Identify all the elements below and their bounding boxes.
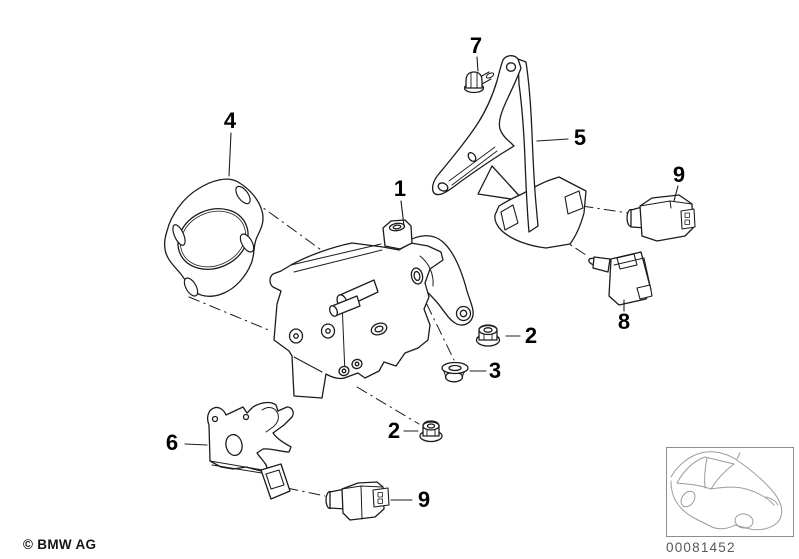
- car-wheel-rear: [734, 513, 754, 529]
- part-5-window-right: [564, 190, 584, 215]
- car-thumbnail-sketch: [670, 451, 783, 531]
- leader-5: [536, 138, 569, 142]
- car-glasshouse: [676, 456, 735, 490]
- part-5-bracket-drawing: [431, 55, 587, 249]
- car-beltline: [710, 486, 775, 506]
- part-1-main-bracket-drawing: [269, 219, 474, 399]
- assembly-axis-lines: [188, 198, 629, 497]
- leader-4: [228, 132, 232, 177]
- part-3-washer-drawing: [441, 361, 469, 383]
- part-1-body: [269, 242, 444, 399]
- axis-sensor9-lower: [286, 487, 326, 497]
- part-callout-2-lower: 2: [387, 418, 401, 443]
- callout-leader-lines: [184, 56, 679, 501]
- part-6-plate: [207, 401, 294, 472]
- car-antenna: [736, 452, 741, 460]
- sensor-connector: [372, 487, 390, 508]
- leader-1: [400, 200, 405, 227]
- part-callout-3: 3: [488, 358, 502, 383]
- part-5-window-left: [500, 204, 519, 231]
- part-callout-7: 7: [469, 33, 483, 58]
- part-9-sensor-lower-drawing: [325, 481, 390, 521]
- part-callout-8: 8: [617, 309, 631, 334]
- part-4-gasket-drawing: [163, 178, 264, 297]
- part-callout-4: 4: [223, 108, 237, 133]
- part-5-strip: [517, 58, 539, 233]
- part-9-sensor-upper-drawing: [626, 194, 696, 242]
- part-callout-9-upper: 9: [672, 162, 686, 187]
- part-8-sensor-drawing: [588, 251, 653, 306]
- part-2-nut-lower-drawing: [419, 420, 443, 443]
- part-6-tab-window: [265, 469, 285, 490]
- leader-7: [476, 56, 479, 72]
- part-6-bracket-drawing: [207, 401, 294, 500]
- axis-washer: [416, 283, 455, 361]
- part-callout-6: 6: [165, 430, 179, 455]
- part-5-arm: [431, 55, 522, 196]
- sensor-connector: [680, 208, 696, 230]
- car-wheel-front: [680, 490, 696, 508]
- copyright-text: © BMW AG: [23, 537, 97, 552]
- leader-6: [184, 443, 208, 446]
- leader-9-upper: [673, 185, 679, 202]
- axis-gasket-top: [250, 198, 336, 261]
- car-rear-bumper: [670, 480, 783, 531]
- part-callout-2-upper: 2: [524, 323, 538, 348]
- axis-gasket-bottom: [188, 296, 272, 332]
- sensor-connector: [636, 284, 653, 300]
- car-taillight: [765, 496, 779, 506]
- part-7-bolt-drawing: [463, 71, 495, 94]
- car-thumbnail-box: [666, 447, 794, 537]
- part-5-foot: [494, 176, 587, 249]
- sensor-body: [639, 194, 694, 242]
- axis-sensor9-upper: [581, 205, 629, 214]
- part-callout-9-lower: 9: [417, 487, 431, 512]
- diagram-number: 00081452: [666, 540, 736, 555]
- part-callout-1: 1: [393, 176, 407, 201]
- part-callout-5: 5: [573, 125, 587, 150]
- part-5-gusset: [477, 165, 525, 202]
- part-2-nut-upper-drawing: [475, 324, 501, 347]
- car-window-divider: [704, 457, 708, 489]
